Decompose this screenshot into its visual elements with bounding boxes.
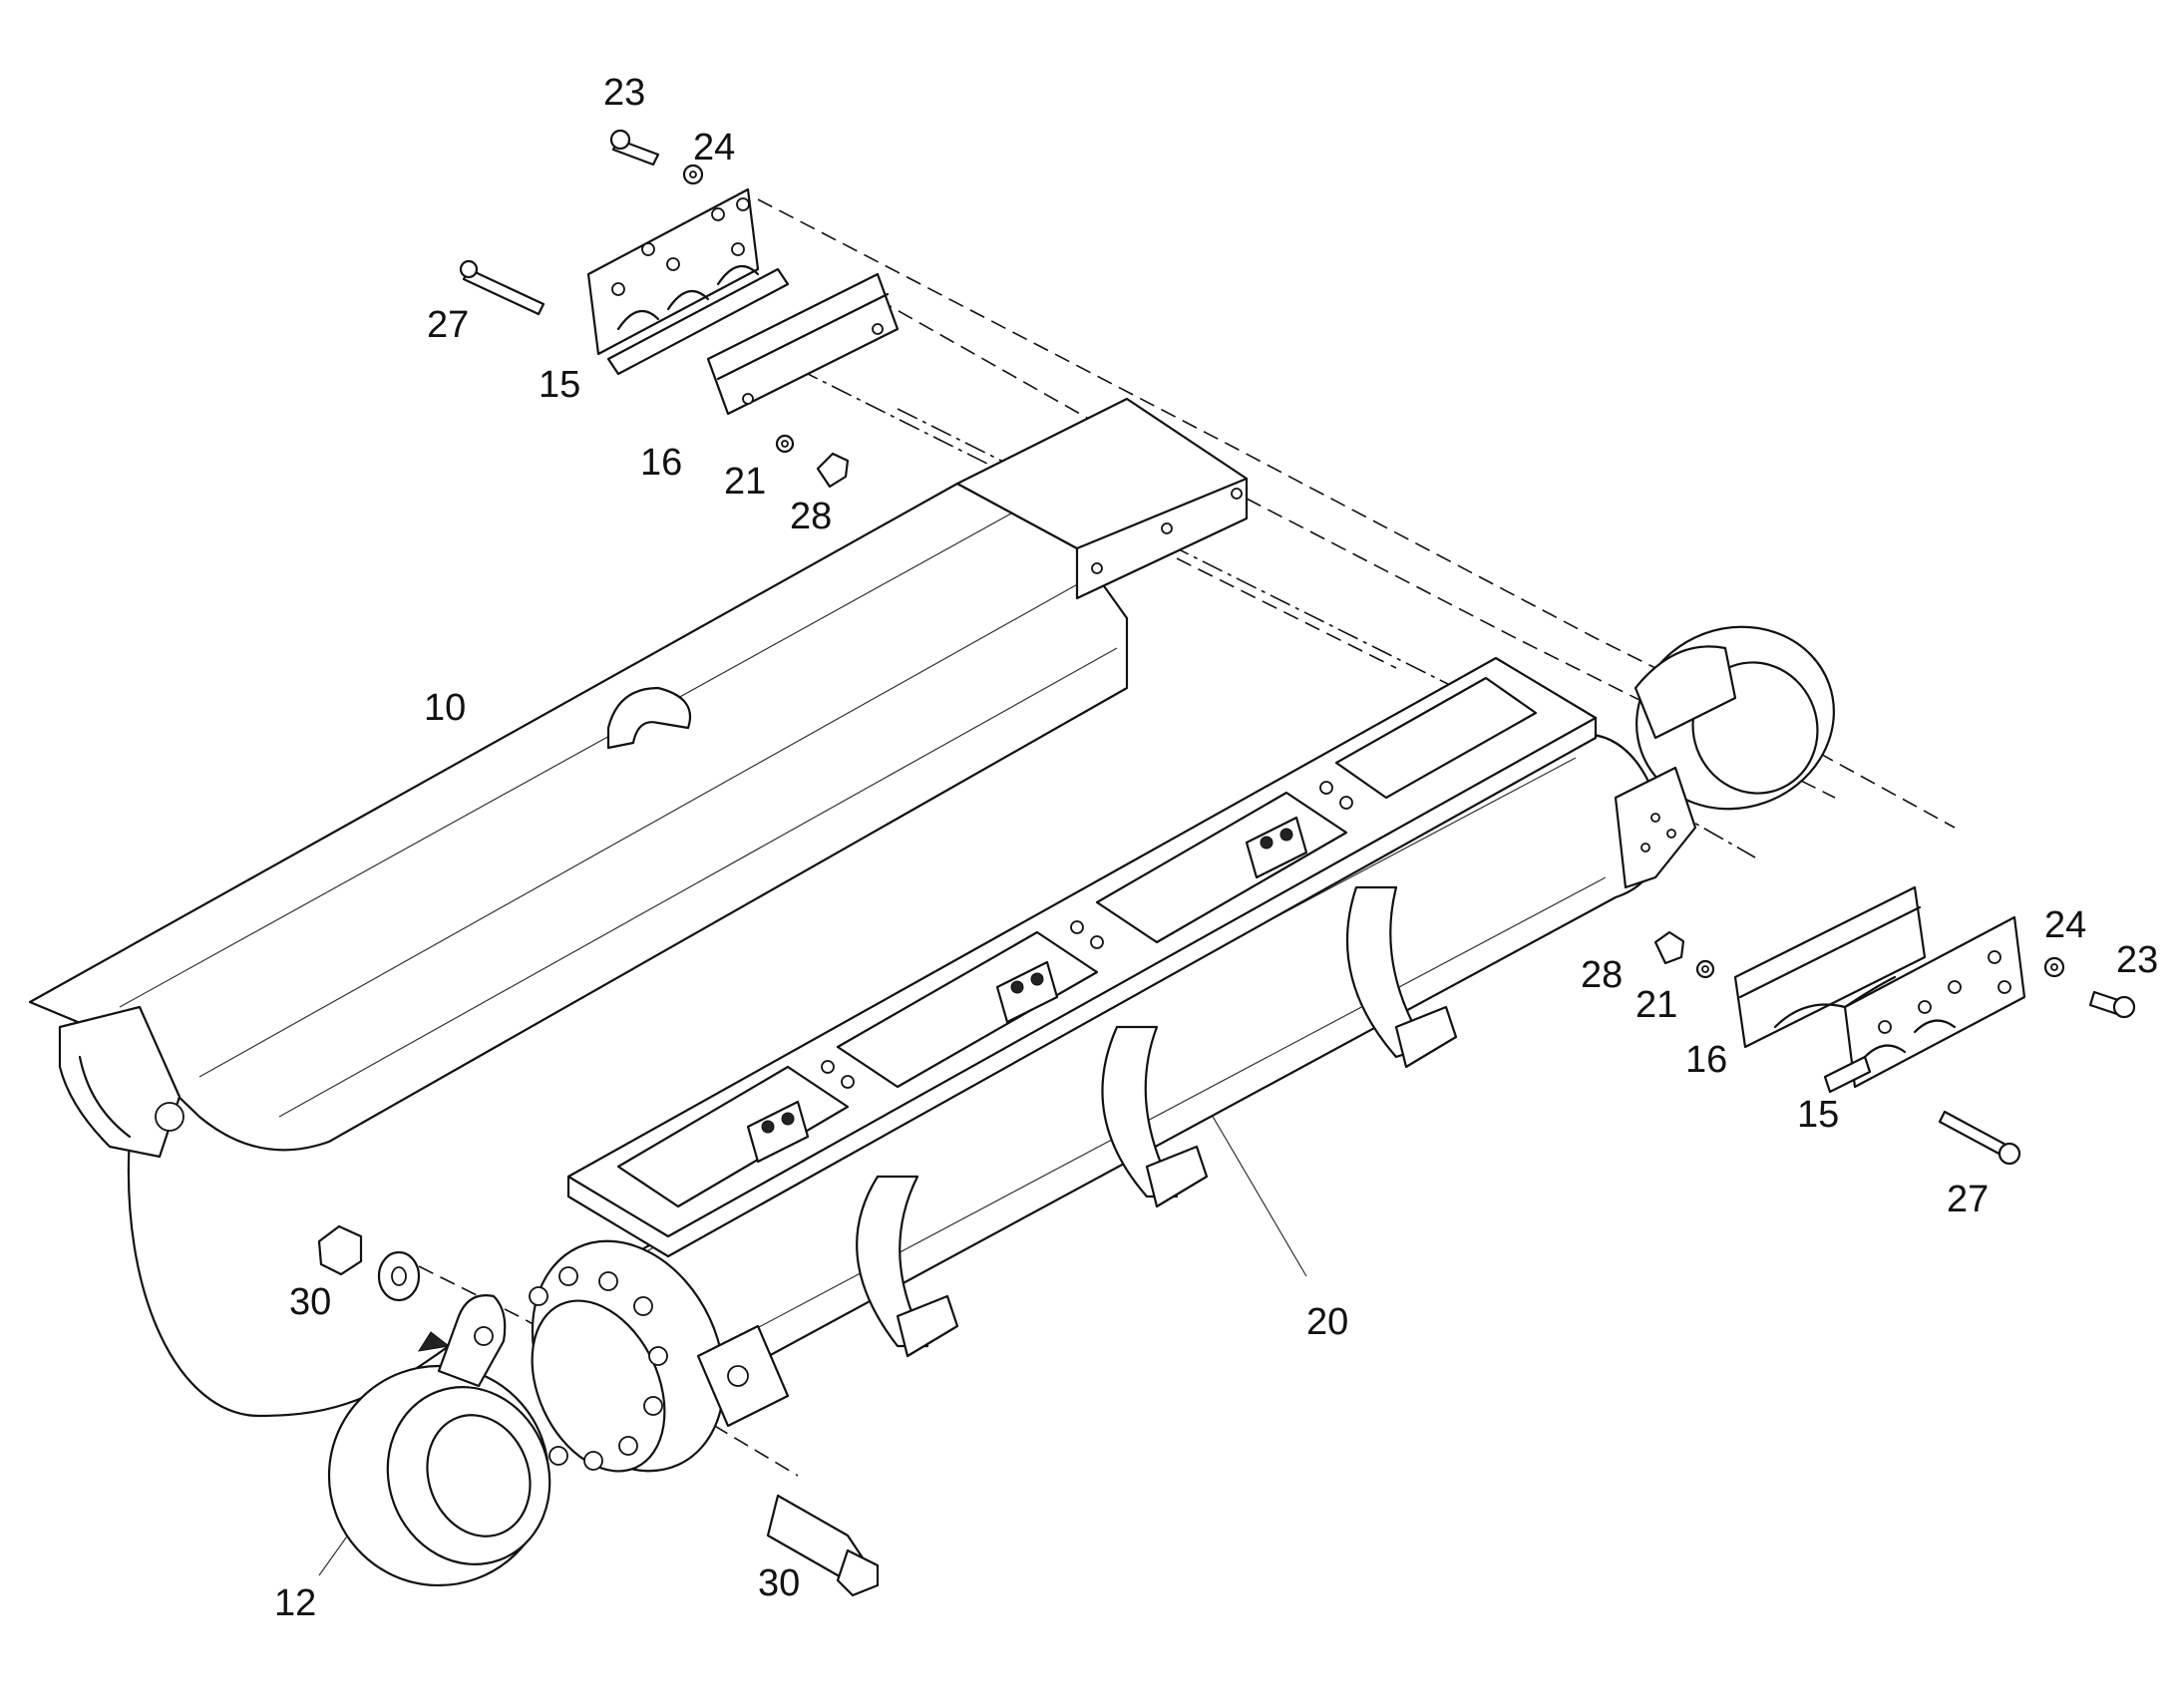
callout-24-right: 24 [2044,904,2086,946]
callout-10: 10 [424,687,466,729]
callout-28-top: 28 [790,496,832,537]
callout-16-top: 16 [640,442,682,484]
flange-bolts [529,1266,668,1471]
callout-27-right: 27 [1947,1179,1989,1220]
callout-30-bottom: 30 [758,1562,800,1604]
callout-20: 20 [1306,1301,1348,1343]
callout-21-right: 21 [1635,984,1677,1026]
callout-23-top: 23 [603,72,645,114]
callout-labels: 23 24 27 15 16 21 28 10 20 28 21 16 15 2… [274,72,2158,1624]
callout-23-right: 23 [2116,939,2158,981]
callout-21-top: 21 [724,461,766,503]
top-bracket-set [459,129,900,489]
callout-15-top: 15 [539,364,580,406]
mounting-frame [566,656,1598,1258]
callout-12: 12 [274,1582,316,1624]
callout-30-left: 30 [289,1281,331,1323]
cylinder-cover [28,482,1129,1159]
callout-28-right: 28 [1581,954,1623,996]
cylinder-clamps [856,885,1458,1358]
pivot-parts [317,1224,880,1597]
end-block [955,397,1249,600]
callout-24-top: 24 [693,127,735,169]
hydraulic-cylinder [327,625,1835,1587]
callout-15-right: 15 [1797,1094,1839,1136]
callout-27-top: 27 [427,304,469,346]
right-bracket-set [1653,885,2136,1166]
clamp-bolt-blocks [746,816,1308,1164]
callout-16-right: 16 [1685,1039,1727,1081]
